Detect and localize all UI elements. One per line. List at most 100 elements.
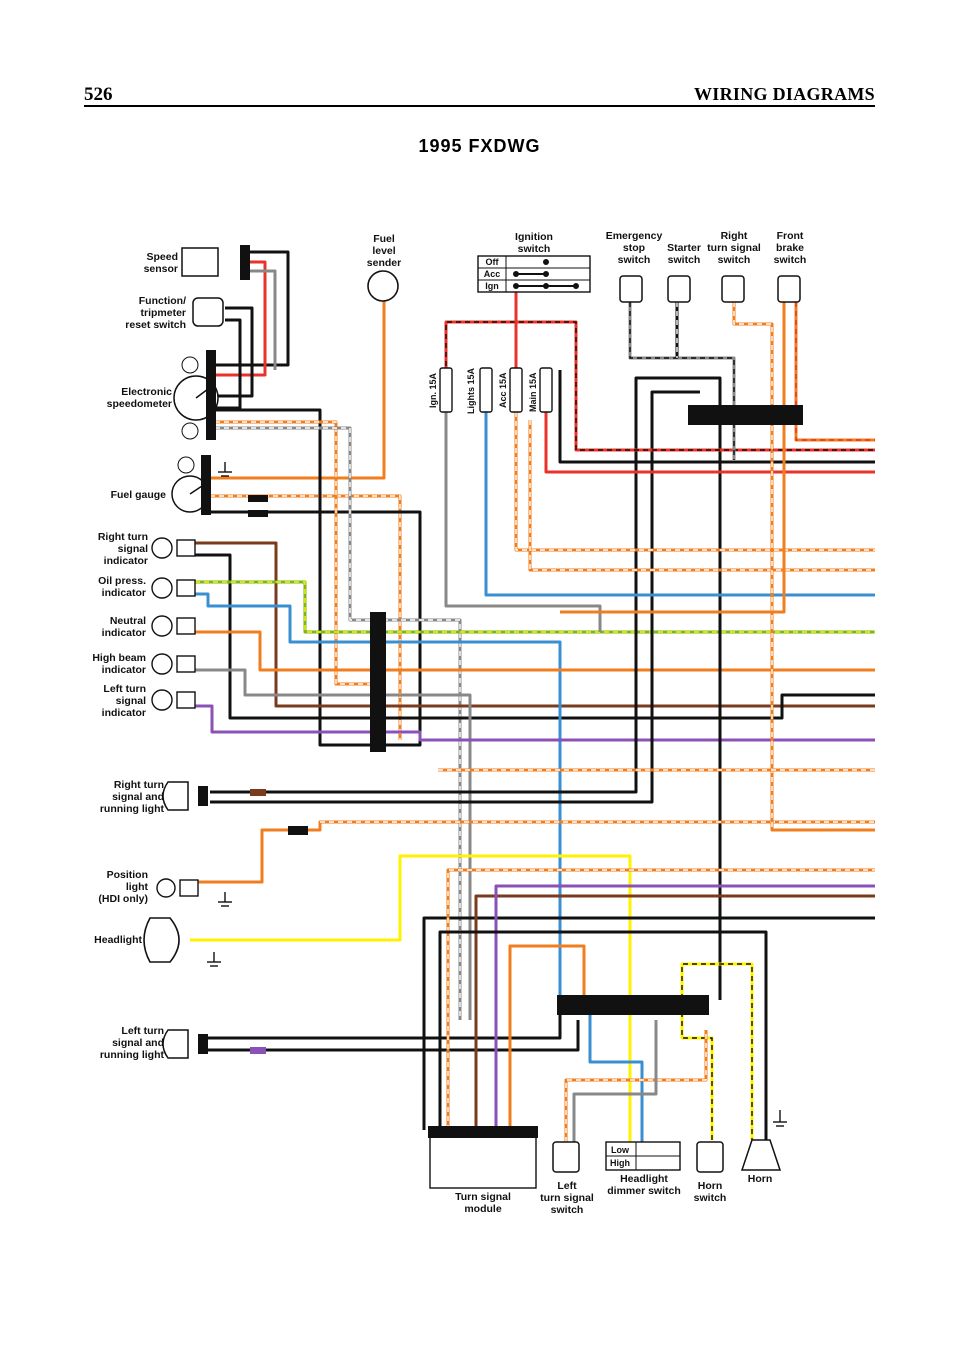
component-symbols [143,247,787,1127]
horn-shape [740,1139,782,1171]
wire-acc-orange-dash [514,412,875,552]
svg-text:Off: Off [486,257,500,267]
speed-sensor-box [181,247,219,277]
svg-text:signal: signal [118,543,148,555]
wire-lights-blue [484,412,875,597]
svg-text:indicator: indicator [102,664,146,676]
wire-function-black [215,306,254,398]
wire-rt-light-black [210,376,722,1000]
svg-text:Position: Position [107,869,148,881]
label-speed-sensor: Speed [146,251,178,263]
svg-text:module: module [464,1203,501,1215]
svg-text:Right turn: Right turn [114,779,164,791]
svg-text:signal: signal [116,695,146,707]
wire-fuel-sender-orange [210,300,386,480]
top-switches [619,275,801,303]
svg-text:Starter: Starter [667,242,701,254]
svg-text:indicator: indicator [102,707,146,719]
wire-headlight-yellow [190,854,632,1145]
svg-text:indicator: indicator [102,627,146,639]
svg-text:Ign. 15A: Ign. 15A [428,372,438,408]
svg-text:Lights 15A: Lights 15A [466,367,476,414]
svg-text:(HDI only): (HDI only) [98,893,148,905]
harness-connector-right [688,405,803,425]
svg-text:sensor: sensor [144,263,178,275]
wire-highbeam-grey [195,668,472,1020]
fuel-sender-dial [367,270,399,302]
svg-text:Acc: Acc [484,269,501,279]
ignition-switch-block [477,255,591,293]
running-head: WIRING DIAGRAMS [693,84,875,104]
fuse-blocks [439,367,553,413]
wire-speedo-black [215,408,378,747]
svg-text:light: light [126,881,149,893]
wire-neutral-orange [195,630,875,672]
harness-connector-left [370,612,386,752]
wire-module-purple [494,884,875,1130]
svg-text:turn signal: turn signal [707,242,761,254]
svg-text:Fuel: Fuel [373,233,395,245]
left-turn-switch-box [552,1141,580,1173]
svg-text:sender: sender [367,257,401,269]
wire-acc-orange-dash2 [528,420,875,572]
harness-connector-bottom [557,995,709,1015]
wire-rt-switch-orange [732,302,875,832]
indicator-bulbs [151,537,196,711]
bulb-icon [177,356,199,474]
headlight-lamp [143,917,180,963]
svg-text:Electronic: Electronic [121,386,172,398]
svg-text:reset switch: reset switch [125,319,186,331]
svg-text:level: level [372,245,395,257]
svg-text:Neutral: Neutral [110,615,146,627]
svg-text:Fuel gauge: Fuel gauge [111,489,167,501]
wire-module-black2 [438,930,768,1140]
svg-text:signal and: signal and [112,791,164,803]
wire-speed-black [210,250,290,367]
svg-text:Right turn: Right turn [98,531,148,543]
wire-fuelgauge-black [210,510,422,747]
wire-module-brown [474,894,875,1130]
svg-text:Main 15A: Main 15A [528,372,538,412]
wire-lt-light-black2 [205,1020,580,1052]
wire-module-orange2 [508,944,586,1130]
wire-rt-ind-brown [195,541,875,708]
svg-text:running light: running light [100,803,165,815]
wire-main-black [558,370,875,464]
svg-text:brake: brake [776,242,804,254]
svg-text:indicator: indicator [104,555,148,567]
diagram-title: 1995 FXDWG [418,136,541,156]
wire-function-black2 [215,318,242,410]
wire-lt-ind-purple [195,704,875,742]
svg-text:switch: switch [551,1204,584,1216]
svg-text:Left turn: Left turn [103,683,146,695]
svg-text:Headlight: Headlight [94,934,142,946]
svg-text:High beam: High beam [92,652,146,664]
svg-text:Acc 15A: Acc 15A [498,372,508,408]
svg-text:Turn signal: Turn signal [455,1191,511,1203]
svg-text:Emergency: Emergency [606,230,663,242]
wire-estop-grey-dash [628,302,736,460]
svg-text:Horn: Horn [748,1173,773,1185]
svg-text:High: High [610,1158,630,1168]
svg-text:turn signal: turn signal [540,1192,594,1204]
horn-switch-box [696,1141,724,1173]
wire-horn-yellow-dash [680,962,754,1140]
svg-text:Right: Right [721,230,748,242]
wire-dimmer-blue [588,995,644,1145]
wire-main-red [544,395,875,474]
wire-brake-orange2 [560,302,786,614]
svg-text:indicator: indicator [102,587,146,599]
ground-icon [207,462,787,1127]
svg-text:Ignition: Ignition [515,231,553,243]
svg-text:switch: switch [518,243,551,255]
wire-rt-light-black2 [210,390,700,804]
wire-rt-ind-black [195,553,875,720]
svg-text:tripmeter: tripmeter [140,307,186,319]
svg-text:speedometer: speedometer [107,398,172,410]
wire-lt-switch-grey [572,1020,658,1142]
svg-text:Oil press.: Oil press. [98,575,146,587]
svg-text:running light: running light [100,1049,165,1061]
header-rule [84,105,875,107]
wire-module-black [422,916,875,1130]
